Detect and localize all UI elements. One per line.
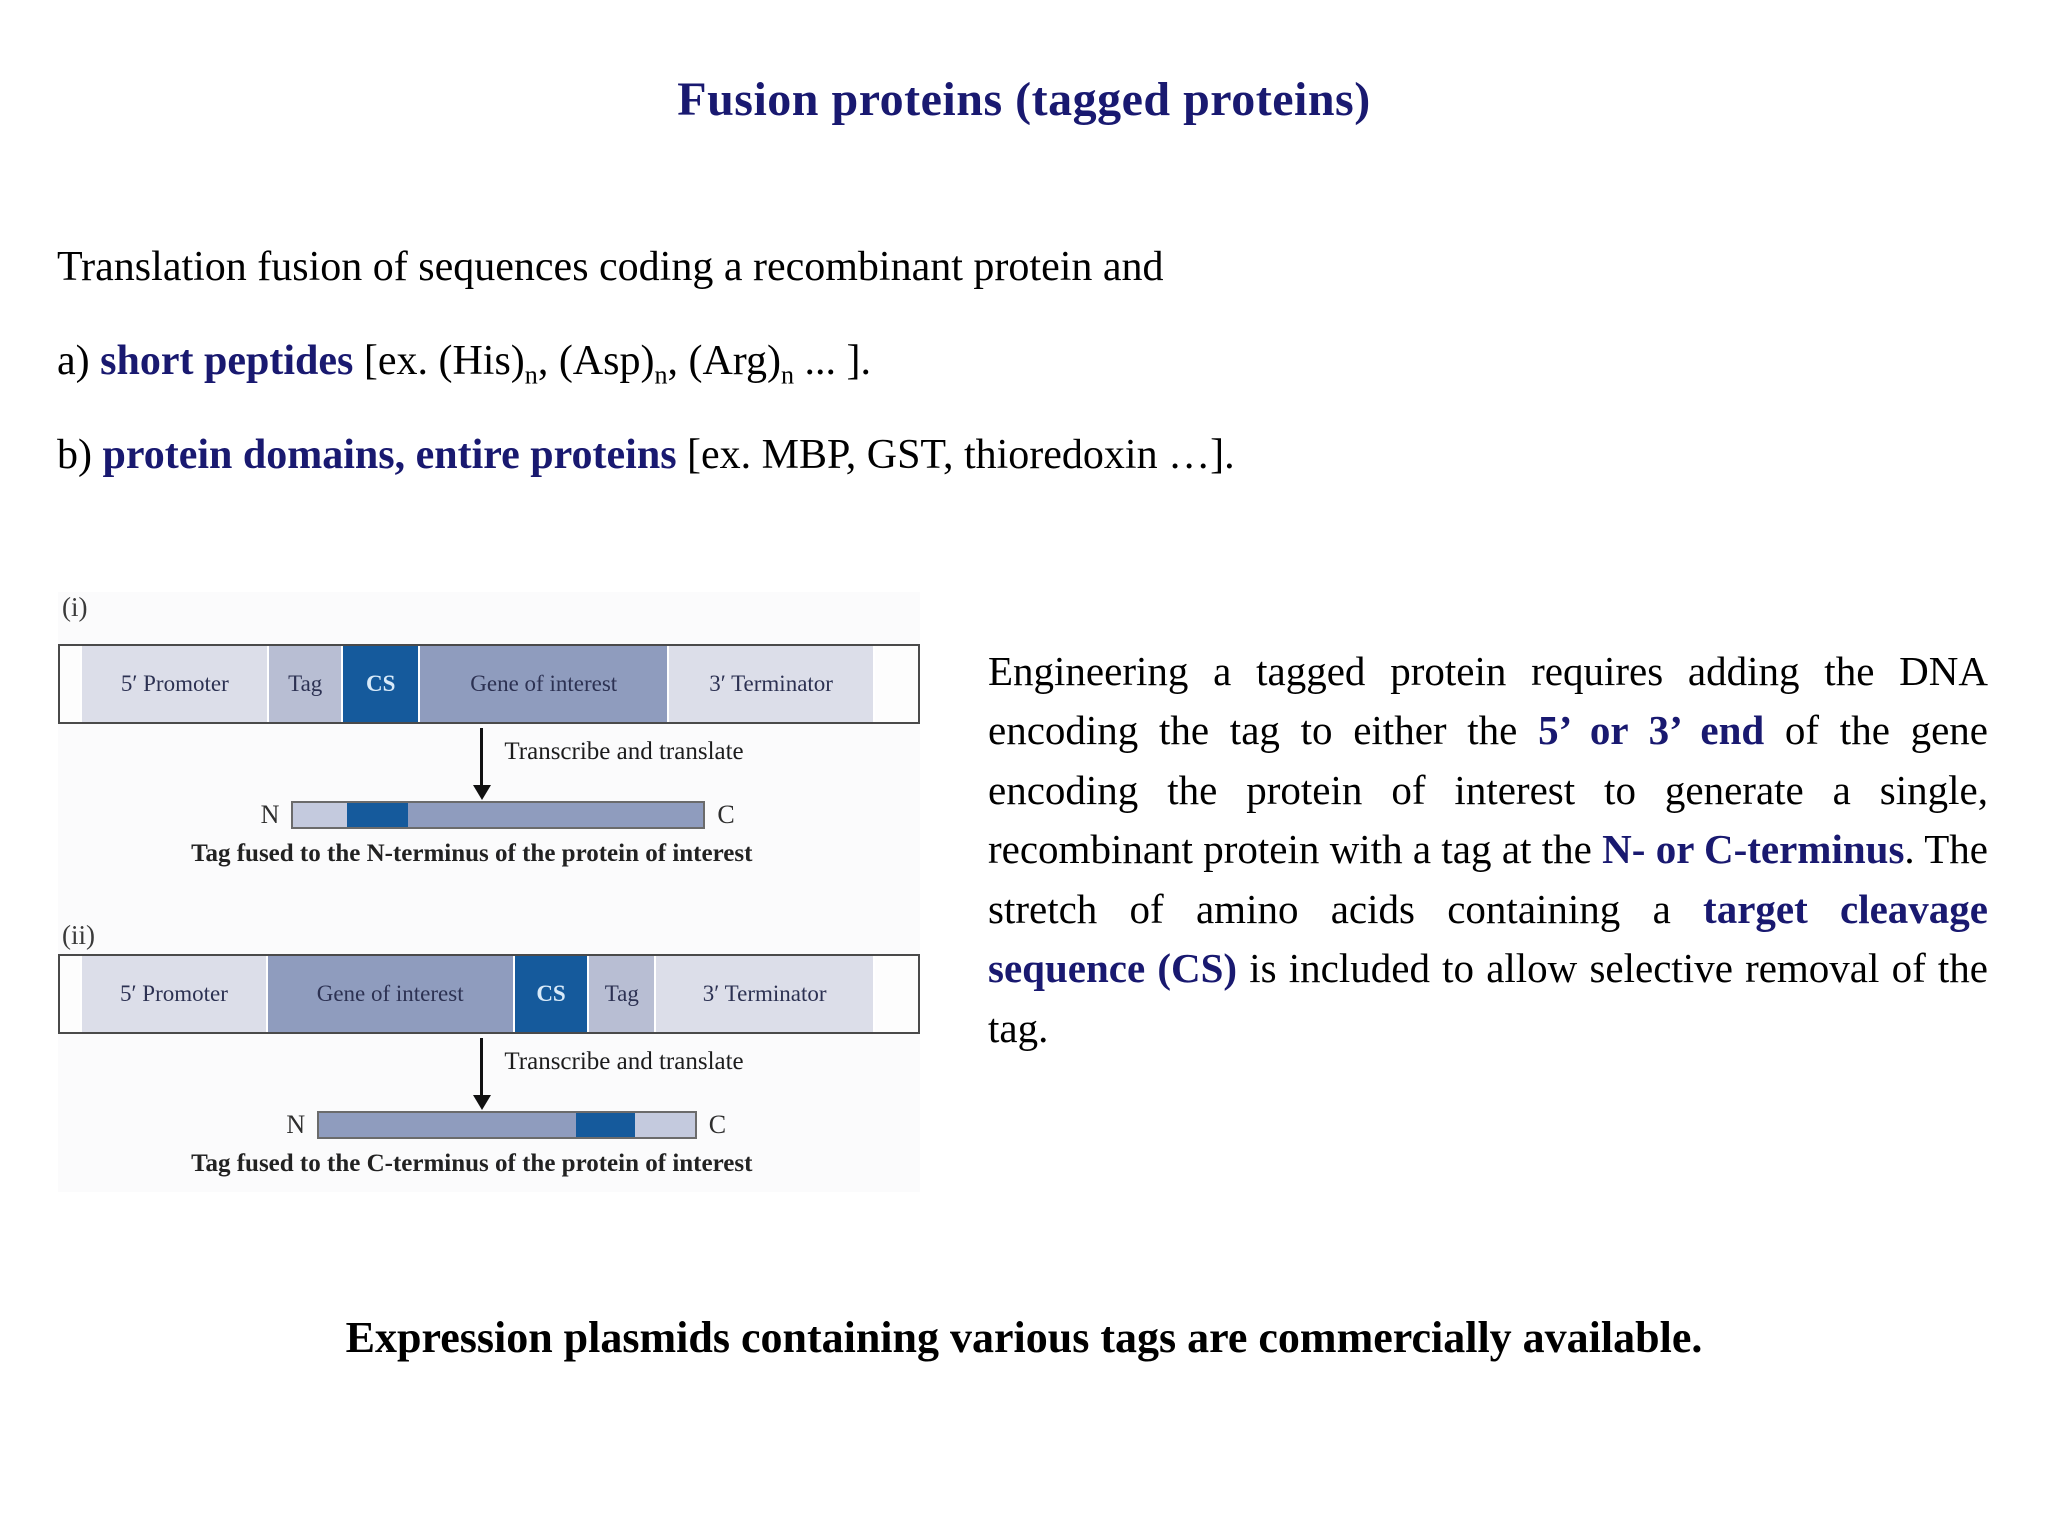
segment-spacer: [875, 956, 918, 1032]
list-item-b: b) protein domains, entire proteins [ex.…: [57, 432, 1235, 478]
panel-i-label: (i): [62, 592, 88, 622]
protein-bar: [317, 1111, 697, 1139]
panel-ii-label: (ii): [62, 920, 95, 950]
protein-tag-segment: [293, 803, 347, 827]
segment-tag: Tag: [589, 956, 657, 1032]
figure-caption-ii: Tag fused to the C-terminus of the prote…: [191, 1150, 753, 1177]
protein-cs-segment: [576, 1113, 635, 1137]
segment-3-terminator: 3′ Terminator: [669, 646, 876, 722]
segment-5-promoter: 5′ Promoter: [82, 646, 270, 722]
segment-3-terminator: 3′ Terminator: [656, 956, 876, 1032]
c-terminus-label: C: [708, 1110, 727, 1139]
segment-spacer: [60, 646, 83, 722]
protein-tag-segment: [634, 1113, 695, 1137]
protein-main-segment: [408, 803, 704, 827]
protein-cs-segment: [346, 803, 409, 827]
segment-tag: Tag: [269, 646, 344, 722]
segment-gene-of-interest: Gene of interest: [420, 646, 670, 722]
bottom-note: Expression plasmids containing various t…: [345, 1313, 1703, 1362]
n-terminus-label: N: [260, 800, 280, 829]
dna-construct-bar-i: 5′ Promoter Tag CS Gene of interest 3′ T…: [58, 644, 920, 724]
transcribe-translate-label: Transcribe and translate: [504, 1048, 744, 1075]
segment-spacer: [875, 646, 918, 722]
c-terminus-label: C: [717, 800, 735, 829]
segment-cleavage-site: CS: [343, 646, 421, 722]
segment-gene-of-interest: Gene of interest: [267, 956, 515, 1032]
segment-5-promoter: 5′ Promoter: [82, 956, 268, 1032]
down-arrow-icon: [480, 1038, 484, 1096]
fusion-construct-figure: (i) 5′ Promoter Tag CS Gene of interest …: [58, 592, 920, 1192]
protein-product-ii: N C: [286, 1110, 726, 1140]
list-item-a: a) short peptides [ex. (His)n, (Asp)n, (…: [57, 338, 872, 390]
intro-text: Translation fusion of sequences coding a…: [57, 244, 1164, 290]
down-arrow-icon: [480, 728, 484, 786]
protein-product-i: N C: [261, 800, 735, 830]
protein-main-segment: [319, 1113, 577, 1137]
transcribe-translate-label: Transcribe and translate: [504, 738, 744, 765]
segment-spacer: [60, 956, 83, 1032]
explanation-paragraph: Engineering a tagged protein requires ad…: [988, 648, 1989, 1051]
protein-bar: [291, 801, 706, 829]
page-title: Fusion proteins (tagged proteins): [677, 73, 1371, 126]
segment-cleavage-site: CS: [514, 956, 590, 1032]
n-terminus-label: N: [286, 1110, 306, 1139]
dna-construct-bar-ii: 5′ Promoter Gene of interest CS Tag 3′ T…: [58, 954, 920, 1034]
figure-caption-i: Tag fused to the N-terminus of the prote…: [191, 840, 753, 867]
